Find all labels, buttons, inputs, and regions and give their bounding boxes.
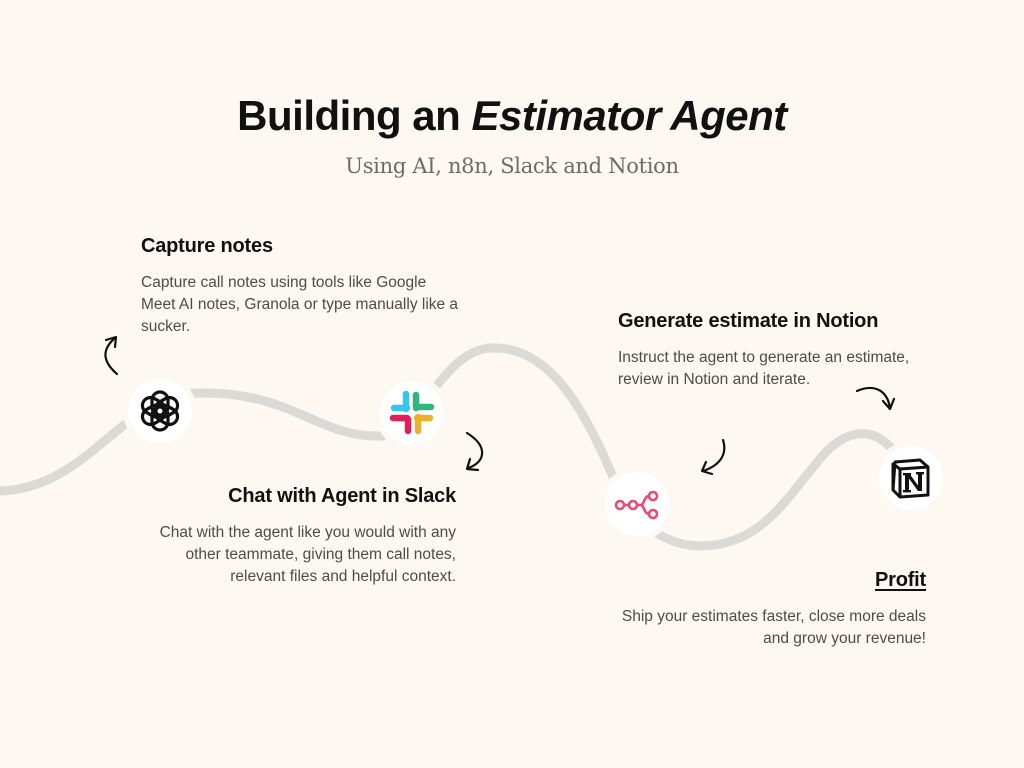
step-title: Generate estimate in Notion [618,310,879,332]
step-body: Ship your estimates faster, close more d… [621,608,926,647]
step-body: Instruct the agent to generate an estima… [618,349,910,388]
step-chat-slack: Chat with Agent in Slack Chat with the a… [150,485,457,588]
step-title: Capture notes [141,235,273,257]
openai-icon [140,390,180,432]
step-generate-estimate: Generate estimate in Notion Instruct the… [618,310,938,391]
page-title: Building an Estimator Agent [237,92,787,139]
step-body: Chat with the agent like you would with … [159,524,456,585]
slack-node [380,381,444,445]
step-title: Chat with Agent in Slack [228,485,456,507]
arrow-down-slack [465,431,484,472]
notion-node [879,446,943,510]
page-subtitle: Using AI, n8n, Slack and Notion [345,154,679,178]
step-profit: Profit Ship your estimates faster, close… [620,569,926,650]
arrow-up-left [104,335,119,376]
arrow-down-n8n [700,438,726,476]
n8n-node [605,472,669,536]
workflow-path [0,343,902,551]
step-title: Profit [874,569,926,591]
step-body: Capture call notes using tools like Goog… [141,274,459,335]
notion-icon [891,458,930,499]
arrow-right-notion [855,386,896,411]
openai-node [128,379,192,443]
n8n-icon [614,490,659,520]
page-title-emphasis: Estimator Agent [471,92,787,139]
slack-icon [389,390,435,435]
step-capture-notes: Capture notes Capture call notes using t… [141,235,461,338]
